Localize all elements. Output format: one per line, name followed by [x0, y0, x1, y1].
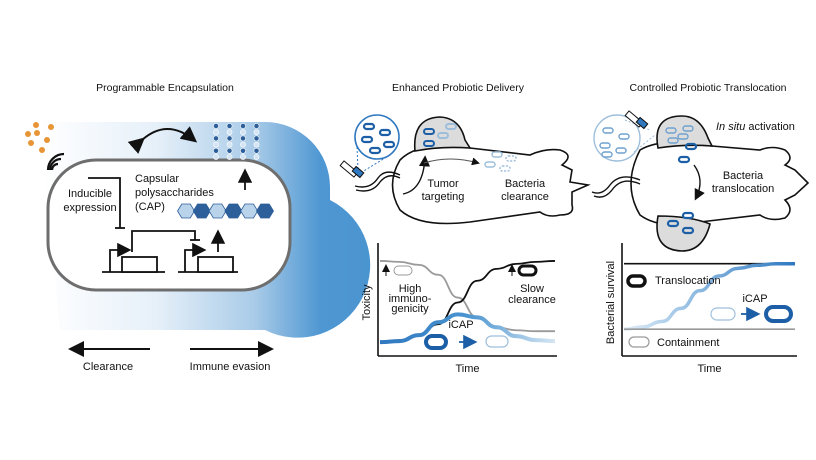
label-expression: expression — [63, 202, 116, 214]
signal-wave-icon — [46, 152, 65, 171]
polysaccharide-unit — [226, 141, 233, 148]
label-bacteria-3: Bacteria — [723, 170, 764, 182]
mouse-tail — [354, 171, 401, 188]
polysaccharide-unit — [213, 141, 219, 148]
y-axis-label: Toxicity — [361, 284, 373, 321]
bacteria-activated — [665, 125, 698, 235]
annotation-genicity: genicity — [391, 303, 429, 315]
cap-hexagon — [256, 203, 274, 219]
label-polysaccharides: polysaccharides — [135, 187, 214, 199]
bacterial-survival-chart: Time Bacterial survival Translocation iCAP C… — [605, 243, 797, 375]
series-line-icap — [379, 312, 556, 345]
x-axis-label: Time — [697, 363, 721, 375]
clearance-path-arrow — [423, 157, 480, 166]
polysaccharide-unit — [253, 135, 260, 142]
polysaccharide-unit — [253, 147, 260, 154]
bacterium-encapsulated-icon — [517, 264, 538, 277]
annotation-slow: Slow — [520, 283, 544, 295]
bacterium-icap-capsulated-icon — [424, 334, 448, 350]
panel-delivery: Enhanced Probiotic Delivery — [339, 82, 591, 375]
cap-hexagon — [177, 203, 195, 219]
bacterium-icap-capsulated-icon — [764, 305, 793, 323]
polysaccharide-unit — [240, 135, 246, 142]
panel-title-translocation: Controlled Probiotic Translocation — [630, 82, 787, 94]
polysaccharide-unit — [240, 147, 246, 154]
x-axis-label: Time — [455, 363, 479, 375]
bacteria-cleared — [484, 151, 517, 172]
cap-hexagon — [240, 203, 259, 219]
bacteria-in-circle — [360, 122, 396, 155]
translocation-arrow — [693, 164, 705, 201]
panel-title-delivery: Enhanced Probiotic Delivery — [392, 82, 525, 94]
label-translocation: translocation — [712, 183, 774, 195]
annotation-high: High — [399, 283, 422, 295]
series-line-icap — [623, 261, 795, 331]
cap-hexagon-chain — [177, 203, 274, 219]
label-clearance: Clearance — [83, 361, 133, 373]
polysaccharide-unit — [213, 154, 219, 160]
polysaccharide-unit — [226, 154, 233, 160]
polysaccharide-unit — [253, 123, 260, 129]
syringe-icon — [339, 160, 365, 179]
panel-translocation: Controlled Probiotic Translocation — [591, 82, 810, 375]
polysaccharide-unit — [240, 123, 246, 129]
bacteria-in-tumor — [423, 123, 457, 147]
bacterium-icap-uncapsulated-icon — [485, 335, 509, 348]
label-cap: (CAP) — [135, 201, 165, 213]
cap-hexagon — [208, 203, 227, 219]
bacterium-containment-icon — [628, 336, 650, 348]
tumor-top — [656, 115, 714, 149]
polysaccharide-unit — [226, 147, 233, 154]
annotation-containment: Containment — [657, 337, 719, 349]
annotation-immuno: immuno- — [389, 293, 432, 305]
gene-circuit — [88, 168, 253, 273]
syringe-icon-2 — [624, 110, 649, 130]
polysaccharide-unit — [253, 154, 260, 160]
capsule-polysaccharide-chains — [213, 123, 260, 160]
inactive-bacteria-in-circle — [599, 127, 630, 158]
series-line-high-immuno-genicity — [379, 260, 555, 333]
polysaccharide-unit — [240, 141, 246, 148]
polysaccharide-unit — [226, 123, 233, 129]
bacterium-uncapsulated-icon — [393, 265, 413, 276]
label-immune-evasion: Immune evasion — [190, 361, 271, 373]
mouse-body-2 — [630, 141, 810, 226]
bacterium-encapsulated-icon — [626, 274, 647, 288]
polysaccharide-unit — [226, 135, 233, 142]
panel-title-encapsulation: Programmable Encapsulation — [96, 82, 234, 94]
annotation-translocation: Translocation — [655, 275, 721, 287]
inducer-molecules — [25, 122, 54, 153]
label-clearance-2: clearance — [501, 191, 549, 203]
polysaccharide-unit — [213, 123, 219, 129]
annotation-icap: iCAP — [448, 319, 473, 331]
annotation-clearance: clearance — [508, 294, 556, 306]
label-activation: activation — [745, 121, 795, 133]
polysaccharide-unit — [253, 129, 260, 136]
polysaccharide-unit — [213, 147, 219, 154]
annotation-icap: iCAP — [742, 293, 767, 305]
polysaccharide-unit — [226, 129, 233, 136]
polysaccharide-unit — [253, 141, 260, 148]
label-tumor: Tumor — [427, 178, 459, 190]
polysaccharide-unit — [240, 129, 246, 136]
y-axis-label: Bacterial survival — [605, 261, 617, 344]
panel-encapsulation: Programmable Encapsulation Inducible exp… — [25, 82, 371, 373]
polysaccharide-unit — [240, 154, 246, 160]
mouse-body — [391, 144, 591, 225]
label-inducible: Inducible — [68, 188, 112, 200]
label-in-situ-activation: In situ activation — [716, 121, 795, 133]
label-capsular: Capsular — [135, 173, 179, 185]
label-bacteria: Bacteria — [505, 178, 546, 190]
reversible-arrow — [127, 126, 198, 154]
label-in-situ: In situ — [716, 121, 745, 133]
polysaccharide-unit — [213, 135, 219, 142]
cap-hexagon — [192, 203, 211, 219]
cap-hexagon — [224, 203, 243, 219]
polysaccharide-unit — [213, 129, 219, 136]
bacteria-magnified-circle-2 — [593, 114, 641, 162]
bacterium-uncapsulated-icon — [710, 307, 736, 321]
label-targeting: targeting — [422, 191, 465, 203]
